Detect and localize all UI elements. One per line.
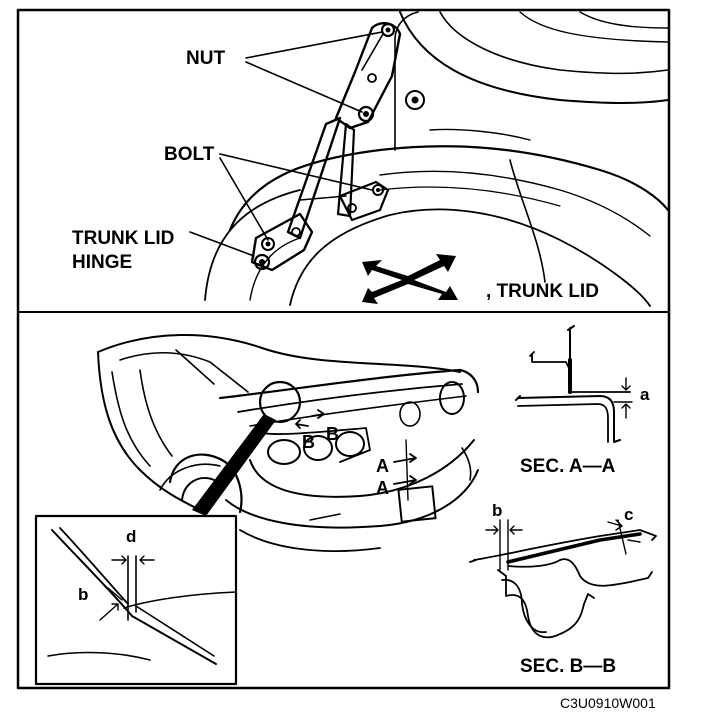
- label-nut: NUT: [186, 48, 225, 69]
- label-inset-d: d: [126, 527, 136, 546]
- label-inset-b: b: [78, 585, 88, 604]
- top-leaders: [189, 31, 546, 283]
- detail-inset: [34, 514, 238, 686]
- car-rear-illustration: [97, 334, 480, 552]
- label-trunk-lid-hinge-line2: HINGE: [72, 252, 132, 273]
- label-sec-bb-b: b: [492, 501, 502, 520]
- label-b-left: B: [302, 432, 315, 452]
- direction-arrows-icon: [362, 254, 458, 304]
- section-b-b-drawing: [469, 519, 657, 639]
- label-a-upper: A: [376, 456, 389, 476]
- label-sec-bb-c: c: [624, 505, 633, 524]
- label-b-right: B: [326, 424, 339, 444]
- label-a-lower: A: [376, 478, 389, 498]
- figure-code: C3U0910W001: [560, 695, 656, 711]
- label-trunk-lid-hinge-line1: TRUNK LID: [72, 228, 174, 249]
- label-sec-aa-title: SEC. A—A: [520, 456, 616, 477]
- label-trunk-lid: , TRUNK LID: [486, 281, 599, 302]
- section-a-a-drawing: [515, 325, 633, 443]
- outer-frame: [16, 8, 671, 690]
- label-bolt: BOLT: [164, 144, 215, 165]
- label-sec-bb-title: SEC. B—B: [520, 656, 616, 677]
- hinge-illustration: [204, 11, 670, 307]
- label-sec-aa-a: a: [640, 385, 650, 404]
